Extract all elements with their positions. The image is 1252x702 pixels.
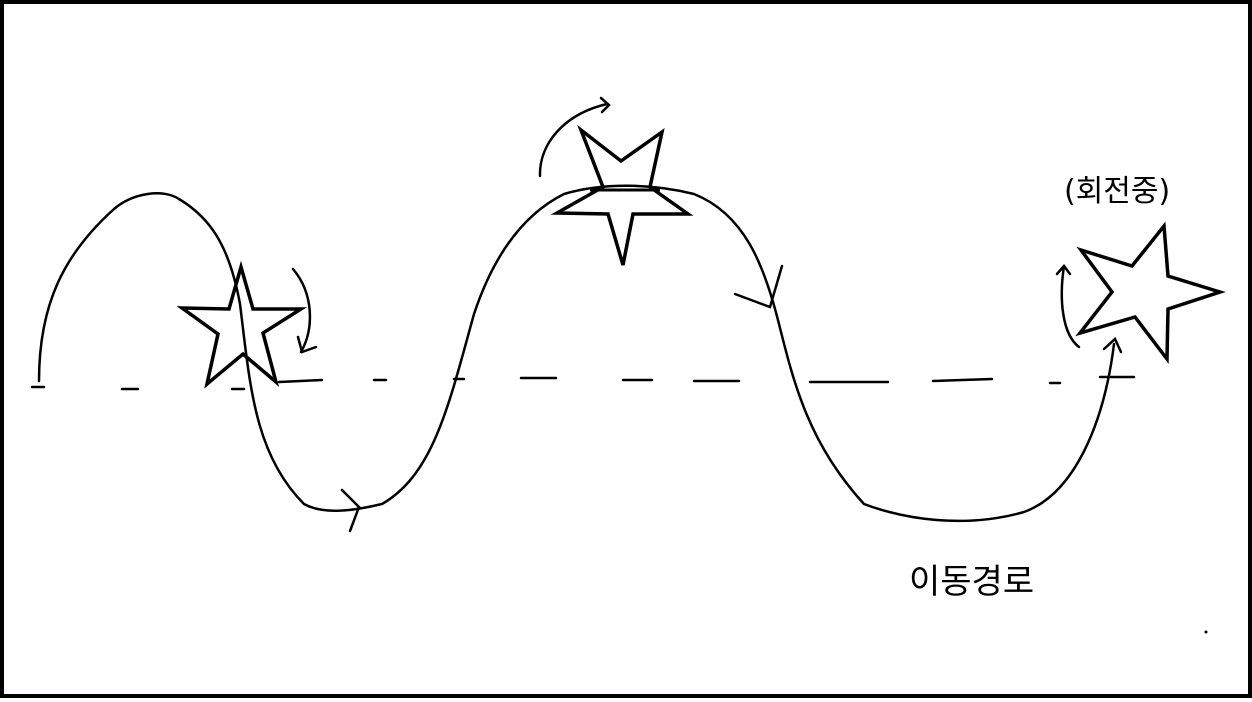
rotation-arrow-star-3 xyxy=(1055,264,1081,349)
movement-path-curve xyxy=(37,184,1116,523)
star-2-icon xyxy=(550,124,694,266)
rotation-arrow-star-1 xyxy=(291,267,318,354)
star-3-icon xyxy=(1075,221,1226,365)
diagram-svg xyxy=(30,96,1226,634)
arrowhead-end-up xyxy=(1102,336,1123,354)
stray-dot xyxy=(1204,630,1208,634)
baseline-dashed xyxy=(30,375,1136,391)
rotation-arrow-star-2 xyxy=(538,96,611,178)
label-rotating: (회전중) xyxy=(1064,174,1171,209)
direction-arrowheads xyxy=(340,264,1123,533)
arrowhead-right-descent xyxy=(733,264,784,309)
arrowhead-bottom-left xyxy=(340,488,361,533)
star-1-icon xyxy=(176,260,308,389)
label-movement-path: 이동경로 xyxy=(909,562,1035,602)
